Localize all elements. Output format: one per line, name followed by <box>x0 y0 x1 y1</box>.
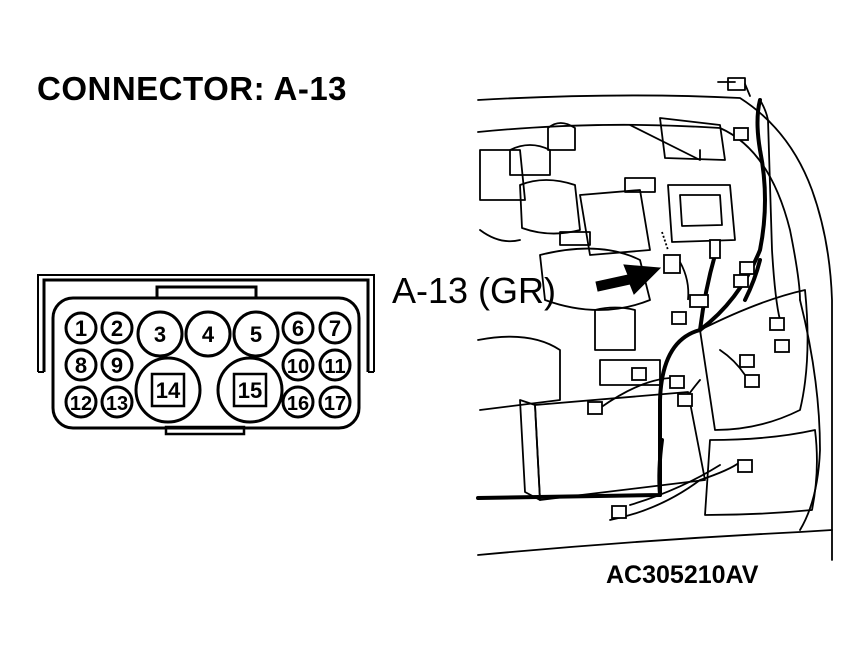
engine-block <box>519 179 581 235</box>
pin-cavity <box>136 310 184 358</box>
pin-terminal <box>150 372 186 408</box>
pin-number-label: 8 <box>75 353 87 378</box>
wiring-harness-main <box>476 98 767 500</box>
pin-number-label: 7 <box>329 316 341 341</box>
pin-number-label: 5 <box>250 322 262 347</box>
pin-8: 8 <box>64 348 98 382</box>
ground-bolt <box>717 77 746 91</box>
pin-terminal <box>232 372 268 408</box>
pin-cavity <box>100 311 134 345</box>
pin-cavity <box>232 310 280 358</box>
pin-9: 9 <box>100 348 134 382</box>
pin-number-label: 10 <box>287 356 309 378</box>
pin-number-label: 12 <box>70 393 92 415</box>
pin-14: 14 <box>134 356 202 424</box>
pin-cavity <box>318 385 352 419</box>
pin-2: 2 <box>100 311 134 345</box>
pin-11: 11 <box>318 348 352 382</box>
connector-housing-outline <box>42 278 370 372</box>
pin-cavity <box>281 348 315 382</box>
pin-13: 13 <box>100 385 134 419</box>
pin-cavity <box>64 385 98 419</box>
pin-cavity <box>64 311 98 345</box>
pin-cavity <box>318 311 352 345</box>
connector-housing-inner-outline <box>37 274 375 372</box>
pin-cavity <box>100 385 134 419</box>
pin-cavity <box>184 310 232 358</box>
battery-outline <box>534 391 706 501</box>
pin-number-label: 13 <box>106 393 128 415</box>
pin-number-label: 9 <box>111 353 123 378</box>
figure-code: AC305210AV <box>606 561 759 589</box>
pin-number-label: 17 <box>324 393 346 415</box>
connector-a13-location <box>663 254 681 274</box>
pin-cavity <box>100 348 134 382</box>
callout-arrow <box>595 264 662 295</box>
pin-number-label: 3 <box>154 322 166 347</box>
pin-16: 16 <box>281 385 315 419</box>
pin-17: 17 <box>318 385 352 419</box>
pin-cavity <box>318 348 352 382</box>
pin-3: 3 <box>136 310 184 358</box>
pin-10: 10 <box>281 348 315 382</box>
harness-connector <box>733 127 749 141</box>
connector-lock <box>164 425 246 436</box>
pin-7: 7 <box>318 311 352 345</box>
pin-number-label: 14 <box>156 378 181 403</box>
pin-15: 15 <box>216 356 284 424</box>
pin-number-label: 1 <box>75 316 87 341</box>
pin-4: 4 <box>184 310 232 358</box>
pin-5: 5 <box>232 310 280 358</box>
pin-cavity <box>64 348 98 382</box>
pin-number-label: 4 <box>202 322 215 347</box>
pin-12: 12 <box>64 385 98 419</box>
pin-number-label: 11 <box>324 356 345 378</box>
pin-1: 1 <box>64 311 98 345</box>
page-title: CONNECTOR: A-13 <box>37 70 348 107</box>
pin-cavity <box>281 385 315 419</box>
pin-number-label: 2 <box>111 316 123 341</box>
fender-outline <box>477 94 833 561</box>
pin-number-label: 16 <box>287 393 309 415</box>
pin-cavity <box>281 311 315 345</box>
pin-6: 6 <box>281 311 315 345</box>
pin-number-label: 15 <box>238 378 262 403</box>
pin-number-label: 6 <box>292 316 304 341</box>
bumper-outline <box>699 289 809 431</box>
connector-callout-label: A-13 (GR) <box>392 270 557 311</box>
